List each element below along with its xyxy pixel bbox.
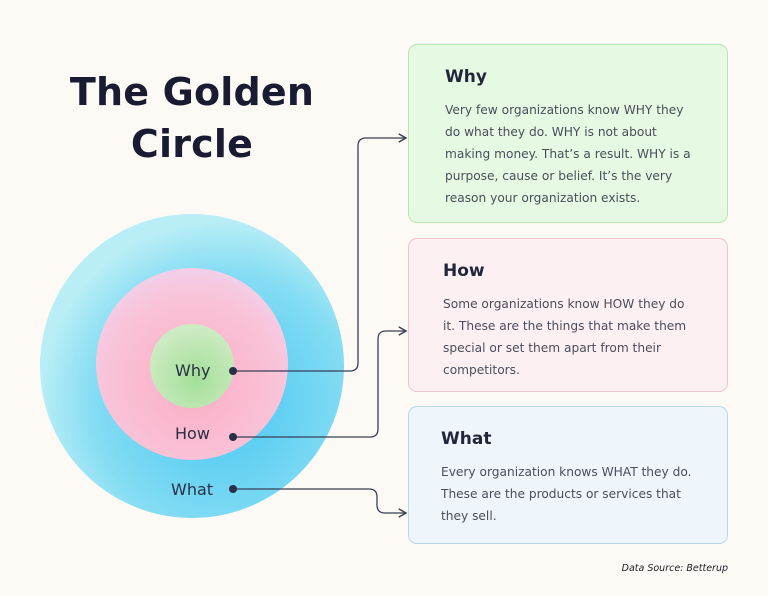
how-connector-dot: [229, 433, 237, 441]
how-card-body: Some organizations know HOW they do it. …: [443, 297, 687, 377]
what-card-body: Every organization knows WHAT they do. T…: [441, 465, 692, 523]
what-circle-label: What: [171, 480, 214, 499]
how-circle-label: How: [175, 424, 210, 443]
why-card-heading: Why: [445, 67, 487, 87]
how-card-heading: How: [443, 261, 485, 281]
why-circle-label: Why: [175, 361, 211, 380]
why-circle: [150, 324, 234, 408]
why-card-body: Very few organizations know WHY they do …: [445, 103, 691, 205]
page-title: The Golden Circle: [69, 70, 315, 166]
what-connector-dot: [229, 485, 237, 493]
why-connector: [233, 133, 408, 372]
why-card: Why Very few organizations know WHY they…: [408, 44, 728, 223]
why-connector-dot: [229, 367, 237, 375]
what-card-heading: What: [441, 429, 492, 449]
how-connector: [233, 326, 408, 438]
what-card: What Every organization knows WHAT they …: [408, 406, 728, 544]
what-connector: [233, 488, 408, 518]
data-source-note: Data Source: Betterup: [621, 563, 728, 574]
how-card: How Some organizations know HOW they do …: [408, 238, 728, 392]
